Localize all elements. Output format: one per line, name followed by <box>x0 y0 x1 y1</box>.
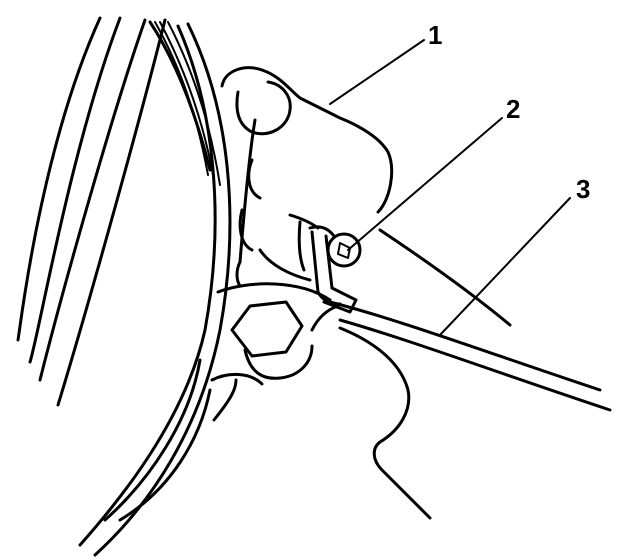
engine-housing <box>220 66 394 288</box>
bracket-clip <box>308 225 362 314</box>
leader-line-2 <box>347 117 503 251</box>
callout-3: 3 <box>576 174 590 204</box>
hex-bolt <box>230 300 340 380</box>
leader-lines <box>329 39 571 336</box>
leader-line-3 <box>439 197 571 336</box>
wheel-arcs <box>16 16 232 557</box>
callout-2: 2 <box>506 94 520 124</box>
lower-housing <box>210 282 432 520</box>
callout-1: 1 <box>428 20 442 50</box>
leader-line-1 <box>329 39 425 105</box>
fluid-line <box>328 228 612 412</box>
callout-labels: 1 2 3 <box>428 20 590 204</box>
retaining-bolt-head <box>326 232 362 268</box>
